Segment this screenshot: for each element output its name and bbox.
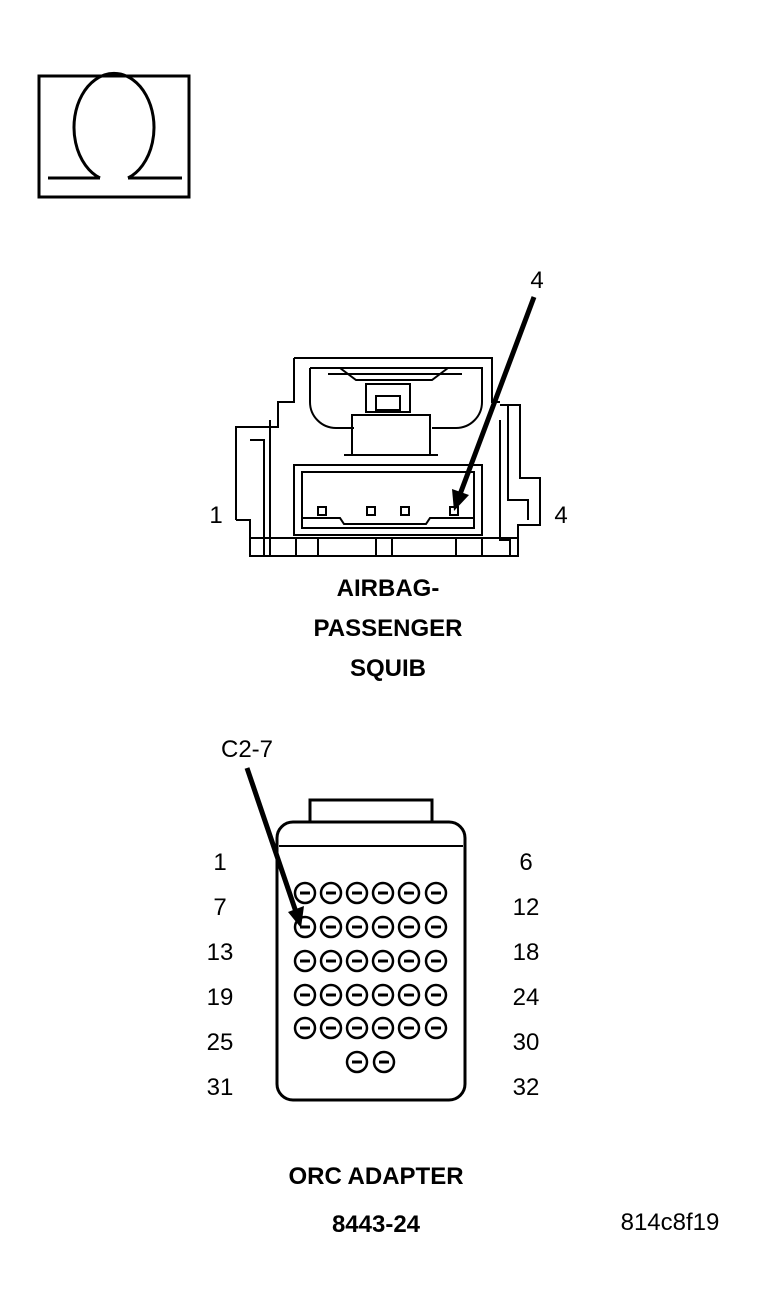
orc-title: ORC ADAPTER: [288, 1163, 463, 1190]
squib-pin-label-left: 1: [209, 502, 222, 529]
squib-pin-label-right: 4: [554, 502, 567, 529]
orc-row-label-left: 31: [207, 1074, 234, 1101]
orc-row-label-right: 24: [513, 984, 540, 1011]
squib-callout-pin: 4: [530, 267, 543, 294]
squib-callout-arrow: [452, 296, 537, 511]
orc-callout-label: C2-7: [221, 736, 273, 763]
orc-row-label-right: 18: [513, 939, 540, 966]
orc-row-label-left: 19: [207, 984, 234, 1011]
squib-terminals: [317, 506, 459, 516]
orc-row-label-right: 32: [513, 1074, 540, 1101]
squib-title-line-3: SQUIB: [350, 655, 426, 682]
orc-row-label-left: 1: [213, 849, 226, 876]
orc-callout-arrow: [244, 767, 304, 928]
squib-title-line-1: AIRBAG-: [337, 575, 440, 602]
orc-row-label-right: 30: [513, 1029, 540, 1056]
squib-title-line-2: PASSENGER: [314, 615, 463, 642]
orc-row-label-right: 12: [513, 894, 540, 921]
ohm-icon: [37, 71, 191, 199]
figure-id: 814c8f19: [621, 1209, 720, 1236]
orc-connector-face: [275, 798, 467, 1102]
orc-row-label-left: 25: [207, 1029, 234, 1056]
orc-row-label-right: 6: [519, 849, 532, 876]
orc-part-number: 8443-24: [332, 1211, 421, 1238]
squib-connector-face: [235, 357, 541, 557]
orc-row-label-left: 7: [213, 894, 226, 921]
orc-pin-grid: [293, 881, 448, 1074]
orc-row-label-left: 13: [207, 939, 234, 966]
